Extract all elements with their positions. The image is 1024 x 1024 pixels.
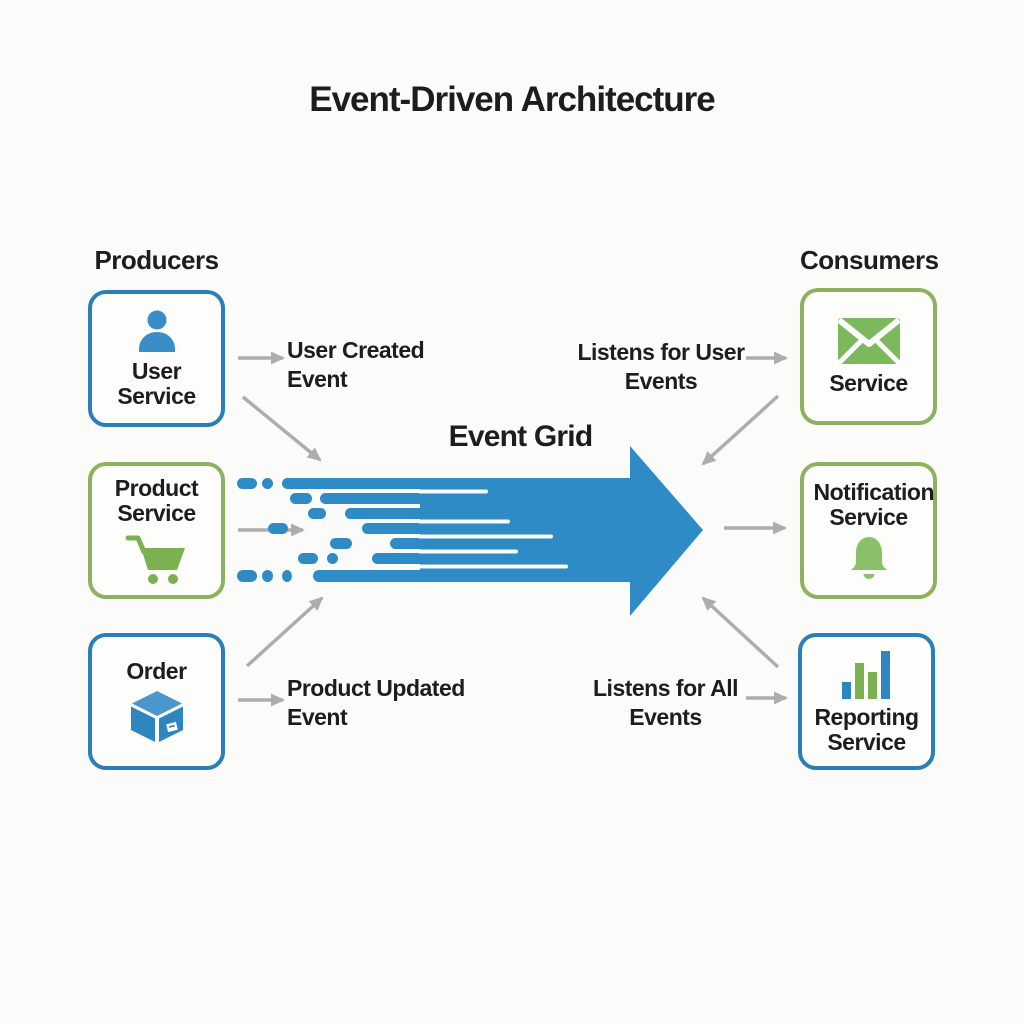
arrow-user-to-grid (241, 395, 322, 462)
node-label: User Service (117, 358, 196, 409)
connector-arrows (238, 351, 788, 707)
bell-icon (850, 536, 887, 579)
node-reporting-service: Reporting Service (798, 633, 935, 770)
arrow-reporting-to-grid (701, 596, 780, 669)
edge-label-listens-all: Listens for All Events (593, 675, 739, 730)
producers-heading: Producers (94, 245, 219, 275)
person-icon (138, 310, 175, 353)
node-notification-service: Notification Service (800, 462, 937, 599)
node-label: Reporting Service (814, 704, 919, 755)
node-product-service: Product Service (88, 462, 225, 599)
arrow-email-to-grid (701, 394, 780, 466)
shopping-cart-icon (125, 535, 185, 584)
arrow-order-to-grid (245, 596, 324, 668)
edge-label-product-updated: Product Updated Event (287, 675, 465, 730)
node-label: Order (126, 658, 187, 685)
event-grid-label: Event Grid (448, 420, 594, 453)
node-label: Service (829, 370, 908, 397)
diagram-title: Event-Driven Architecture (309, 80, 716, 119)
consumers-heading: Consumers (800, 245, 939, 275)
node-order: Order (88, 633, 225, 770)
node-user-service: User Service (88, 290, 225, 427)
node-label: Notification Service (813, 479, 935, 530)
node-email-service: Service (800, 288, 937, 425)
envelope-icon (836, 317, 901, 366)
event-grid-arrow (237, 446, 703, 616)
edge-label-user-created: User Created Event (287, 337, 425, 392)
node-label: Product Service (114, 475, 199, 526)
edge-label-listens-user: Listens for User Events (577, 339, 745, 394)
bar-chart-icon (841, 651, 890, 700)
cube-icon (130, 690, 183, 742)
